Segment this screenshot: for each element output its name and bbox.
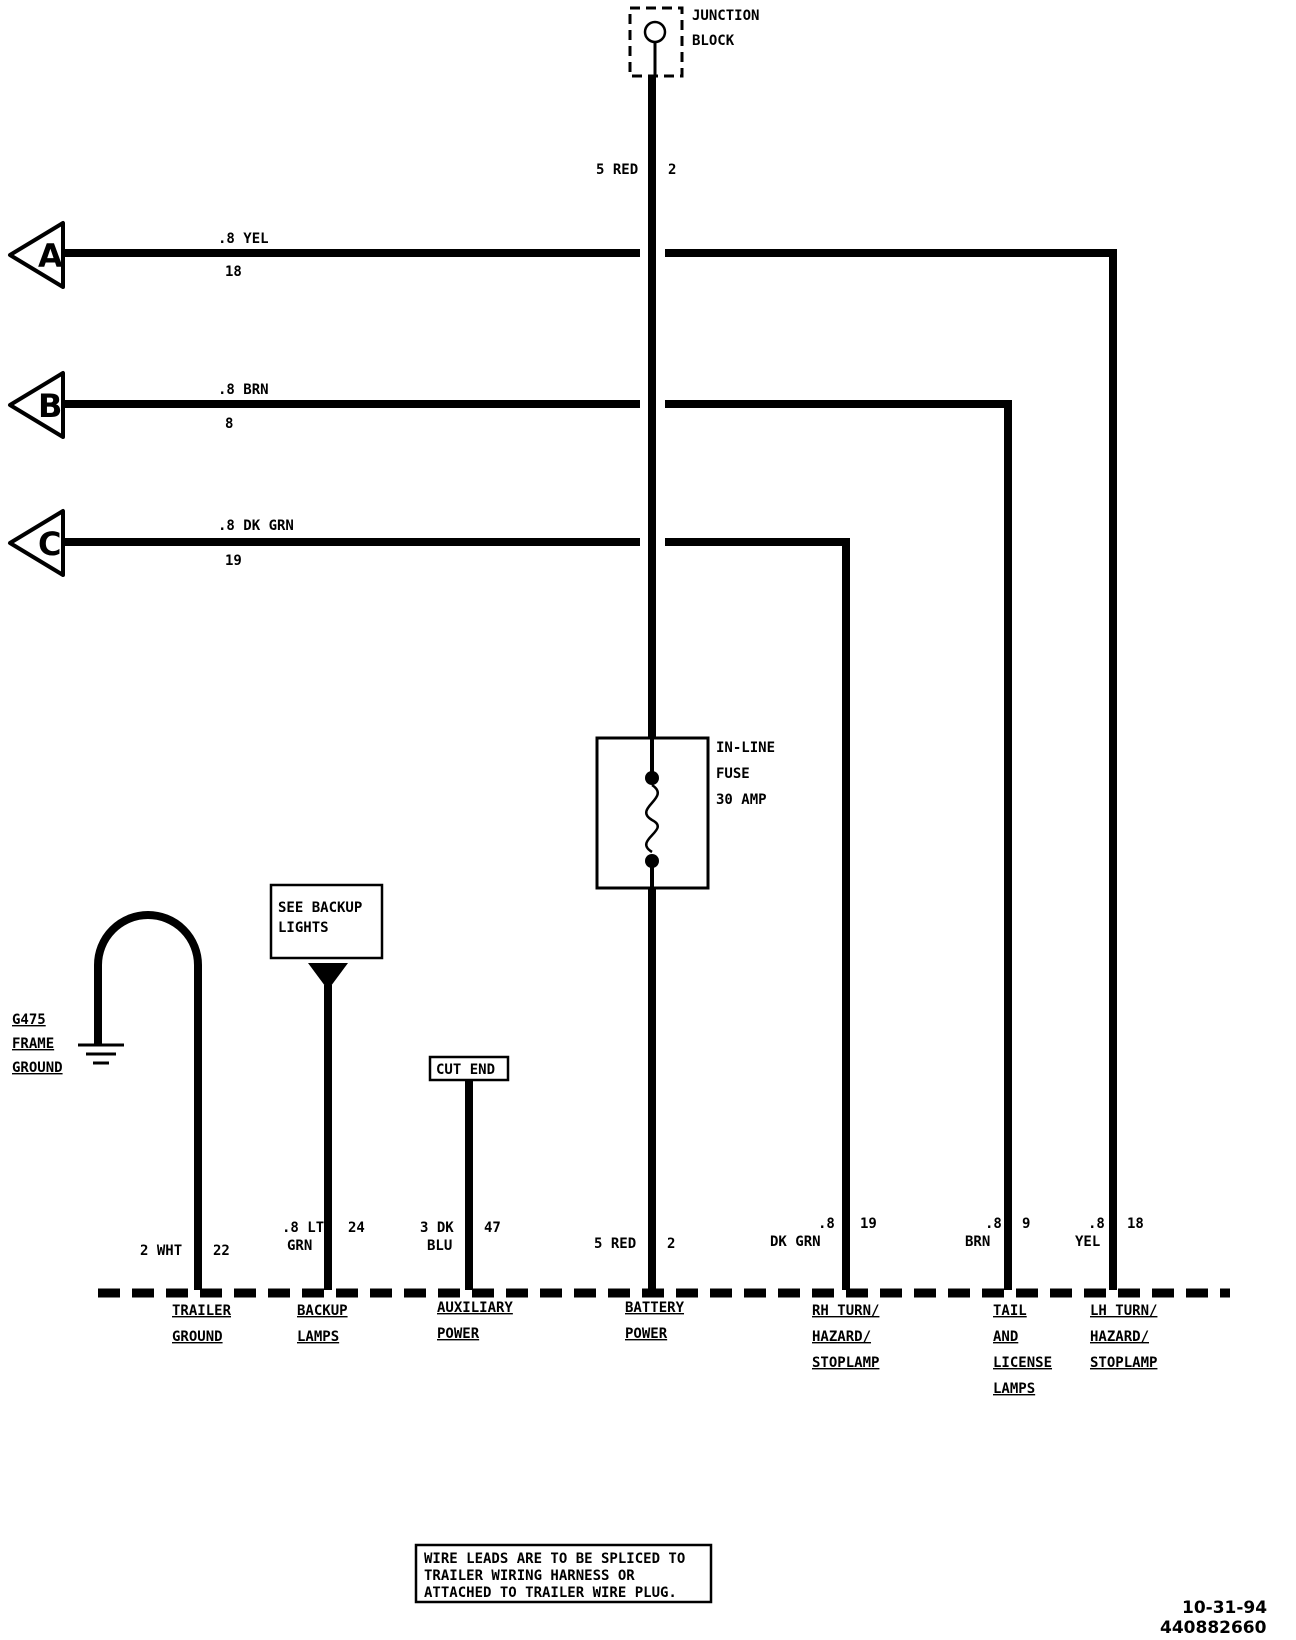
connector-a-letter: A — [38, 237, 63, 275]
inline-fuse: IN-LINE FUSE 30 AMP — [595, 736, 775, 890]
battery-power-term-1: BATTERY — [625, 1300, 685, 1316]
lh-turn-term-1: LH TURN/ — [1090, 1303, 1157, 1319]
lh-turn-term-2: HAZARD/ — [1090, 1329, 1149, 1345]
aux-power-term-1: AUXILIARY — [437, 1300, 513, 1316]
connector-c-circuit: 19 — [225, 553, 242, 569]
connector-c-letter: C — [38, 525, 61, 563]
note-line-3: ATTACHED TO TRAILER WIRE PLUG. — [424, 1585, 677, 1601]
note-line-2: TRAILER WIRING HARNESS OR — [424, 1568, 635, 1584]
footer-date: 10-31-94 — [1182, 1598, 1267, 1618]
lh-turn-gauge-1: .8 — [1088, 1216, 1105, 1232]
trailer-ground-wire: G475 FRAME GROUND — [12, 911, 202, 1290]
aux-power-term-2: POWER — [437, 1326, 480, 1342]
aux-power-circuit: 47 — [484, 1220, 501, 1236]
auxiliary-power-wire: CUT END — [428, 1055, 510, 1290]
junction-block-label-2: BLOCK — [692, 33, 735, 49]
tail-license-gauge-2: BRN — [965, 1234, 990, 1250]
bottom-wire-labels: 2 WHT 22 TRAILER GROUND .8 LT GRN 24 BAC… — [140, 1216, 1157, 1397]
lh-turn-term-3: STOPLAMP — [1090, 1355, 1157, 1371]
rh-turn-term-3: STOPLAMP — [812, 1355, 879, 1371]
ground-label-3: GROUND — [12, 1060, 63, 1076]
trailer-ground-term-1: TRAILER — [172, 1303, 232, 1319]
aux-power-gauge-1: 3 DK — [420, 1220, 454, 1236]
tail-license-term-1: TAIL — [993, 1303, 1027, 1319]
connector-a-gauge: .8 YEL — [218, 231, 269, 247]
rh-turn-circuit: 19 — [860, 1216, 877, 1232]
battery-power-circuit: 2 — [667, 1236, 675, 1252]
cut-end-label: CUT END — [436, 1062, 495, 1078]
see-backup-label-1: SEE BACKUP — [278, 900, 362, 916]
connector-c: C .8 DK GRN 19 — [8, 509, 850, 1290]
backup-lamps-gauge-2: GRN — [287, 1238, 312, 1254]
tail-license-term-3: LICENSE — [993, 1355, 1052, 1371]
aux-power-gauge-2: BLU — [427, 1238, 452, 1254]
footer-code: 440882660 — [1160, 1618, 1267, 1638]
trailer-ground-circuit: 22 — [213, 1243, 230, 1259]
trailer-ground-gauge: 2 WHT — [140, 1243, 182, 1259]
note-line-1: WIRE LEADS ARE TO BE SPLICED TO — [424, 1551, 685, 1567]
connector-b-gauge: .8 BRN — [218, 382, 269, 398]
backup-lamps-gauge-1: .8 LT — [282, 1220, 324, 1236]
junction-block: JUNCTION BLOCK — [628, 6, 759, 78]
battery-wire-top-circuit: 2 — [668, 162, 676, 178]
rh-turn-term-1: RH TURN/ — [812, 1303, 879, 1319]
splice-note: WIRE LEADS ARE TO BE SPLICED TO TRAILER … — [414, 1543, 713, 1604]
ground-label-1: G475 — [12, 1012, 46, 1028]
battery-power-term-2: POWER — [625, 1326, 668, 1342]
fuse-label-3: 30 AMP — [716, 792, 767, 808]
battery-wire-top-gauge: 5 RED — [596, 162, 638, 178]
connector-c-gauge: .8 DK GRN — [218, 518, 294, 534]
tail-license-term-4: LAMPS — [993, 1381, 1035, 1397]
lh-turn-gauge-2: YEL — [1075, 1234, 1100, 1250]
see-backup-label-2: LIGHTS — [278, 920, 329, 936]
battery-power-gauge: 5 RED — [594, 1236, 636, 1252]
tail-license-gauge-1: .8 — [985, 1216, 1002, 1232]
backup-lamps-circuit: 24 — [348, 1220, 365, 1236]
rh-turn-gauge-2: DK GRN — [770, 1234, 821, 1250]
fuse-label-2: FUSE — [716, 766, 750, 782]
connector-b-letter: B — [38, 387, 62, 425]
connector-b: B .8 BRN 8 — [8, 371, 1012, 1290]
fuse-label-1: IN-LINE — [716, 740, 775, 756]
tail-license-circuit: 9 — [1022, 1216, 1030, 1232]
trailer-ground-term-2: GROUND — [172, 1329, 223, 1345]
backup-lamps-term-1: BACKUP — [297, 1303, 348, 1319]
connector-a-circuit: 18 — [225, 264, 242, 280]
connector-a: A .8 YEL 18 — [8, 221, 1117, 1290]
connector-b-circuit: 8 — [225, 416, 233, 432]
junction-block-label-1: JUNCTION — [692, 8, 759, 24]
rh-turn-term-2: HAZARD/ — [812, 1329, 871, 1345]
tail-license-term-2: AND — [993, 1329, 1018, 1345]
ground-label-2: FRAME — [12, 1036, 54, 1052]
lh-turn-circuit: 18 — [1127, 1216, 1144, 1232]
backup-lamps-term-2: LAMPS — [297, 1329, 339, 1345]
rh-turn-gauge-1: .8 — [818, 1216, 835, 1232]
backup-lamps-wire: SEE BACKUP LIGHTS — [269, 883, 384, 1290]
